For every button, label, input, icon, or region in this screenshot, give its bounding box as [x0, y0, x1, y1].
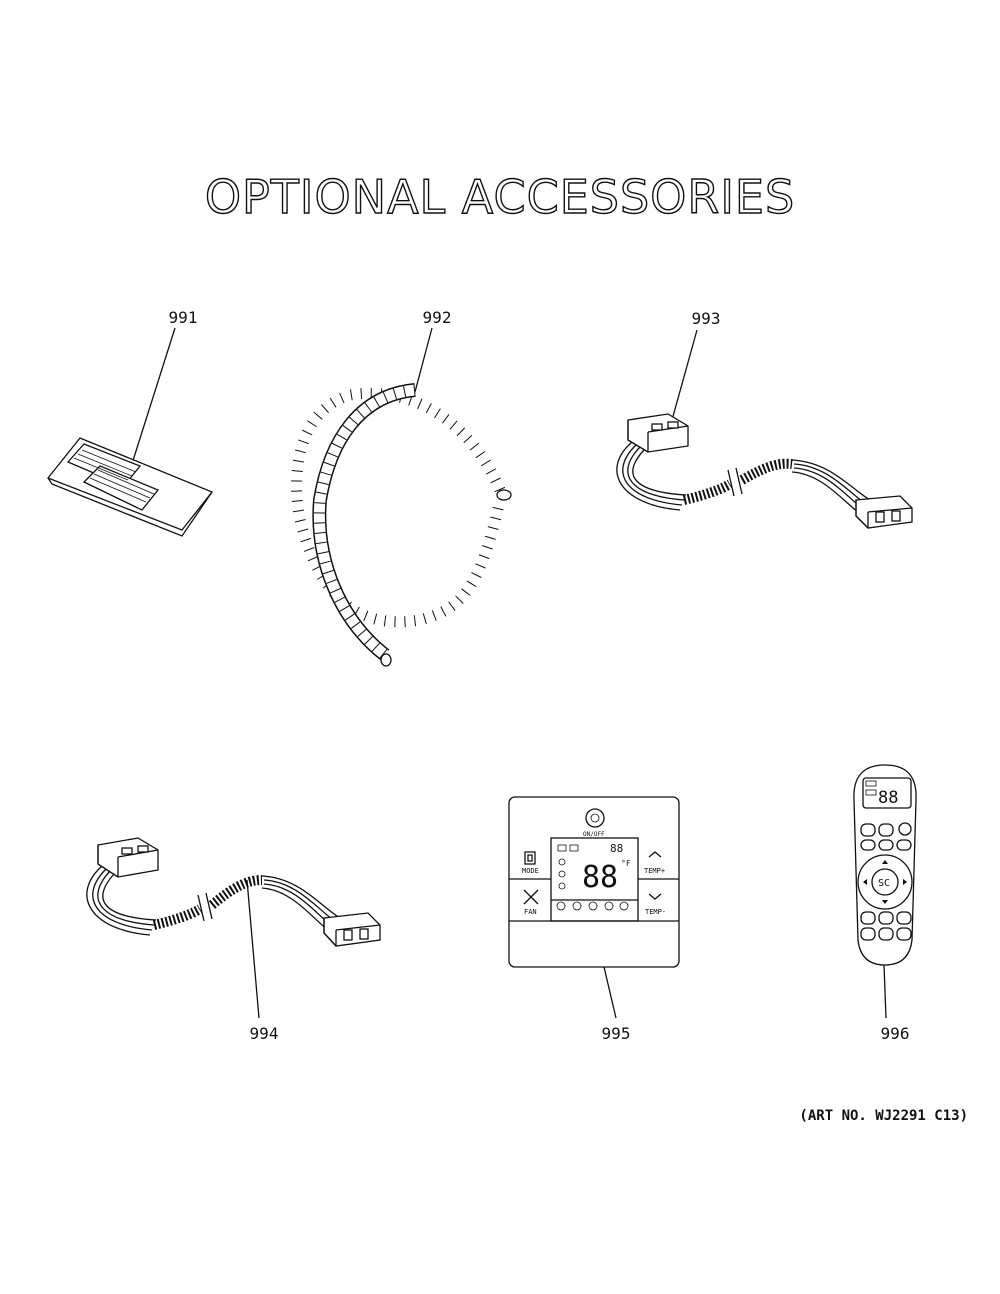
page-title: OPTIONAL ACCESSORIES [204, 169, 796, 224]
chevron-down-icon [648, 893, 662, 900]
wire-harness-icon [616, 329, 913, 529]
display-digits: 88 [582, 860, 618, 895]
unit-label: °F [621, 859, 631, 868]
fan-label: FAN [524, 908, 537, 916]
wall-control-icon: ON/OFF MODE FAN TEMP+ TEMP- 88 88 °F [508, 796, 680, 1019]
chevron-up-icon [648, 851, 662, 858]
art-number: (ART NO. WJ2291 C13) [799, 1108, 968, 1124]
lcd-mode-icons [556, 844, 629, 911]
coiled-hose-icon [291, 327, 512, 667]
on-off-label: ON/OFF [583, 831, 605, 838]
part-label-995: 995 [601, 1024, 631, 1043]
display-small-digits: 88 [610, 842, 623, 855]
remote-control-icon: 88 SC [853, 764, 917, 1019]
part-label-992: 992 [422, 308, 452, 327]
part-label-996: 996 [880, 1024, 910, 1043]
remote-display-digits: 88 [878, 788, 898, 808]
part-label-994: 994 [249, 1024, 279, 1043]
temp-up-label: TEMP+ [644, 867, 665, 875]
mode-icon [524, 851, 536, 865]
mode-label: MODE [522, 867, 539, 875]
temp-down-label: TEMP- [645, 908, 666, 916]
fan-icon [523, 889, 539, 905]
part-label-993: 993 [691, 309, 721, 328]
filter-pad-icon [46, 327, 214, 537]
part-label-991: 991 [168, 308, 198, 327]
remote-center-button: SC [878, 878, 890, 889]
wire-harness-icon [86, 837, 381, 1019]
